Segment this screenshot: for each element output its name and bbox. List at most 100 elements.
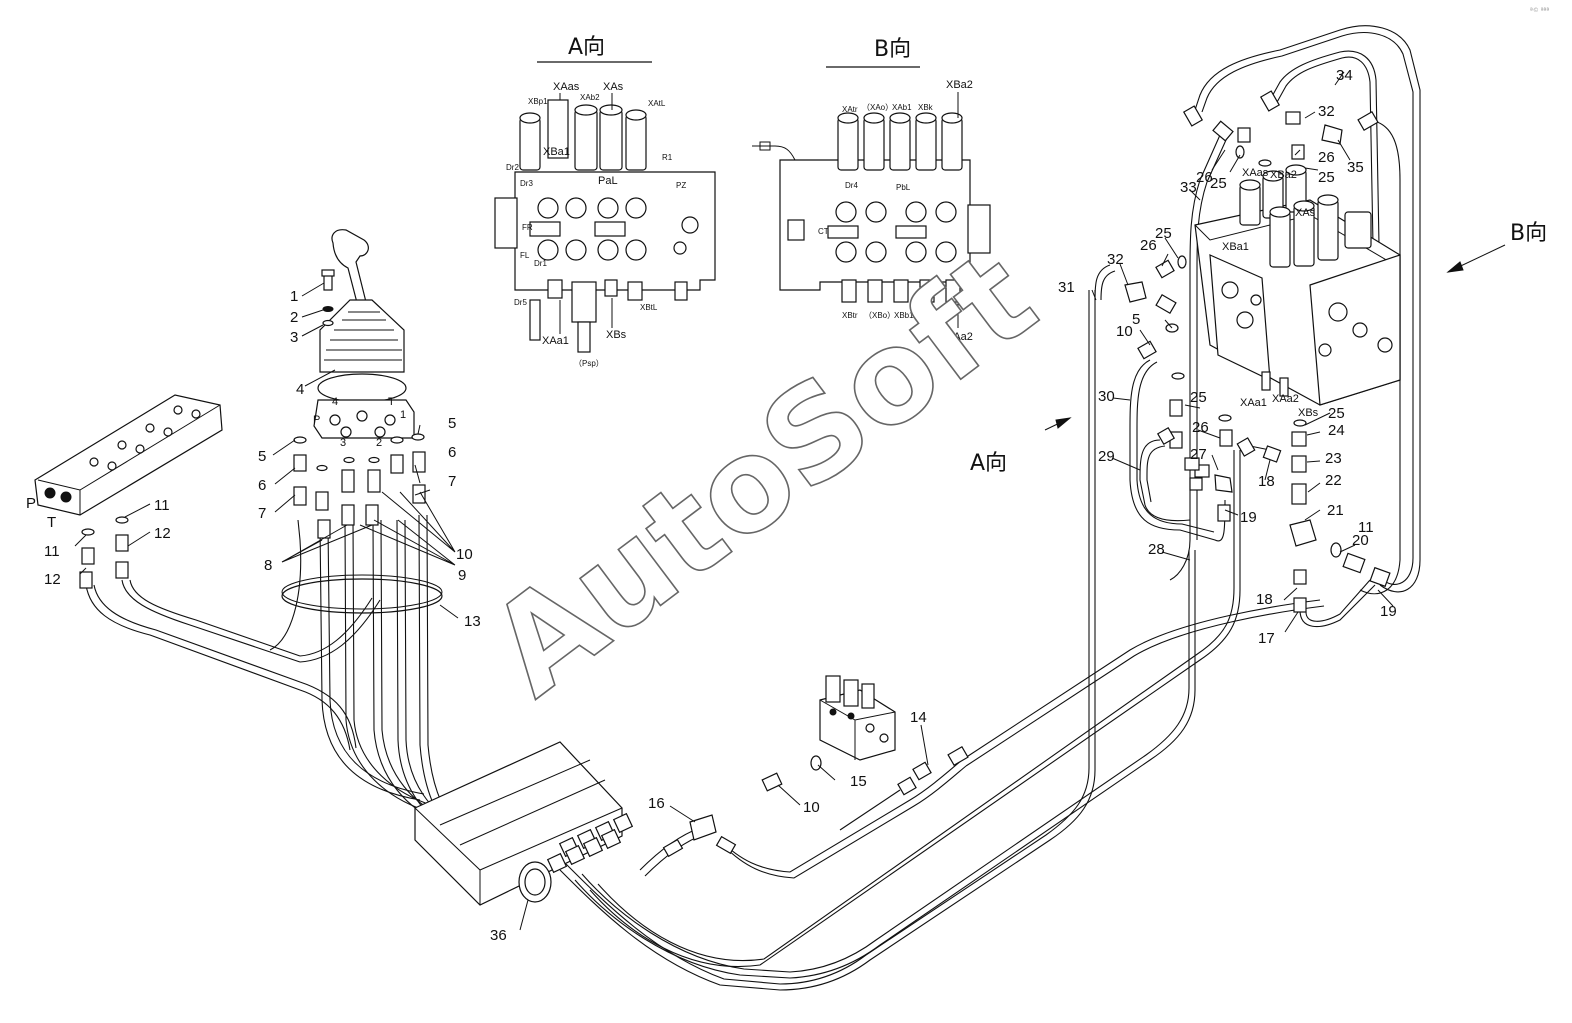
view-a-label-dr1: Dr1 [534,259,547,268]
callout-11b: 11 [154,497,170,514]
callout-numbers: 1 2 3 4 5 5 5 6 6 7 7 8 9 10 10 10 11 11… [44,67,1397,944]
view-direction-arrows: B向 A向 [970,221,1547,476]
callout-10c: 10 [1116,323,1133,340]
view-b-label-xbk: XBk [918,103,934,112]
callout-26c: 26 [1318,149,1335,166]
callout-25b: 25 [1210,175,1227,192]
callout-7a: 7 [258,505,266,522]
b-view-direction-label: B向 [1510,221,1547,246]
view-a-label-fl: FL [520,251,530,260]
view-a-label-fr: FR [522,223,533,232]
main-valve-label-xbs: XBs [1298,407,1319,419]
view-b-ports [787,201,957,263]
callout-20: 20 [1352,532,1369,549]
callout-15: 15 [850,773,867,790]
joystick-port-2: 2 [376,437,382,449]
main-valve-label-xaa2: XAa2 [1272,393,1299,405]
view-b-label-xba2: XBa2 [946,79,973,91]
callout-5b: 5 [448,415,456,432]
main-valve-label-xaas: XAas [1242,167,1269,179]
callout-23: 23 [1325,450,1342,467]
callout-32b: 32 [1318,103,1335,120]
view-a-label-dr5: Dr5 [514,298,527,307]
view-b-label-xab1: XAb1 [892,103,912,112]
manifold-fittings [546,812,634,874]
callout-5a: 5 [258,448,266,465]
view-a-label-xab2: XAb2 [580,93,600,102]
view-b-bottom-fittings [841,279,961,303]
view-a-label-xbtl: XBtL [640,303,658,312]
view-a-label-pz: PZ [676,181,686,190]
view-a-solenoids [519,99,647,171]
joystick-port-3: 3 [340,437,346,449]
callout-7b: 7 [448,473,456,490]
main-valve-label-xaa1: XAa1 [1240,397,1267,409]
callout-5c: 5 [1132,311,1140,328]
callout-30: 30 [1098,388,1115,405]
view-b-label-xaa2: XAa2 [946,331,973,343]
leader-lines [74,71,1394,931]
main-control-valve: XAas XBa2 XAs XBa1 XAa1 XAa2 XBs [1194,164,1401,419]
pt-block-port-t: T [47,514,56,531]
view-b-label-xao: （XAo） [862,103,893,112]
callout-35: 35 [1347,159,1364,176]
corner-mark: ª© ªªª [1530,7,1549,14]
callout-9: 9 [458,567,466,584]
callout-11c: 11 [1358,519,1374,536]
joystick-port-p: P [313,414,320,426]
callout-34: 34 [1336,67,1353,84]
callout-18b: 18 [1258,473,1275,490]
view-b-label-xbtr: XBtr [842,311,858,320]
callout-10b: 10 [803,799,820,816]
view-b-label-xatr: XAtr [842,105,858,114]
view-a-label-pal: PaL [598,175,618,187]
view-b-label-ct: CT [818,227,829,236]
callout-25a: 25 [1155,225,1172,242]
callout-26d: 26 [1192,419,1209,436]
callout-33: 33 [1180,179,1197,196]
view-a-label-dr2: Dr2 [506,163,519,172]
joystick-fittings [293,433,426,539]
callout-19a: 19 [1240,509,1257,526]
callout-19b: 19 [1380,603,1397,620]
view-a-label-psp: （Psp） [574,359,604,368]
view-a-label-xba1: XBa1 [543,146,570,158]
view-a-bottom-fittings [529,279,688,353]
view-b-solenoids [837,112,963,171]
callout-17: 17 [1258,630,1275,647]
callout-18a: 18 [1256,591,1273,608]
callout-36: 36 [490,927,507,944]
view-a-label-r1: R1 [662,153,673,162]
solenoid-valve-block [662,675,969,858]
callout-12a: 12 [44,571,61,588]
view-b-label-pbl: PbL [896,183,911,192]
view-a-label-xbp1: XBp1 [528,97,548,106]
view-a-label-xas: XAs [603,81,624,93]
joystick-port-t: T [388,396,395,408]
callout-29: 29 [1098,448,1115,465]
callout-26b: 26 [1196,169,1213,186]
main-valve-label-xba1: XBa1 [1222,241,1249,253]
callout-4: 4 [296,381,304,398]
joystick-assembly: P 1 3 2 4 T [281,229,443,614]
view-a-label-dr3: Dr3 [520,179,533,188]
callout-3: 3 [290,329,298,346]
view-b-label-xbo: （XBo） [864,311,895,320]
pt-block-port-p: P [26,495,36,512]
callout-11a: 11 [44,543,60,560]
joystick-port-4: 4 [332,396,338,408]
joystick-port-1: 1 [400,409,406,421]
callout-25c: 25 [1318,169,1335,186]
callout-31: 31 [1058,279,1075,296]
hose-junction-manifold [414,741,634,906]
callout-16: 16 [648,795,665,812]
callout-12b: 12 [154,525,171,542]
callout-32a: 32 [1107,251,1124,268]
view-a-label-xbs: XBs [606,329,627,341]
pt-distribution-block: P T [26,394,223,589]
callout-10a: 10 [456,546,473,563]
callout-27: 27 [1190,446,1207,463]
view-a-label-xatl: XAtL [648,99,666,108]
view-a-label-xaas: XAas [553,81,580,93]
